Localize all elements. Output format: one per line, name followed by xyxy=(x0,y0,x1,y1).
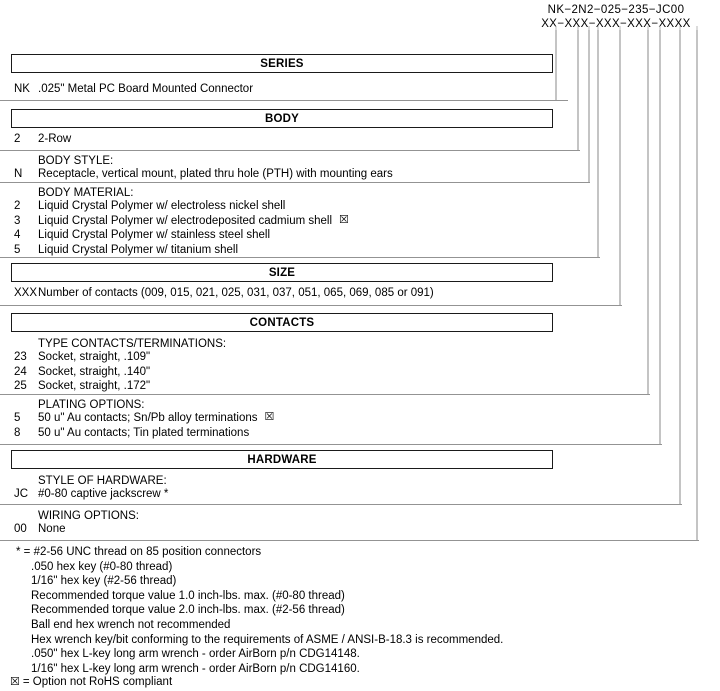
group-rule-body-2 xyxy=(0,257,600,258)
footnote-line: Recommended torque value 2.0 inch-lbs. m… xyxy=(31,604,345,617)
option-description-text: Socket, straight, .140" xyxy=(38,365,151,378)
option-code: JC xyxy=(14,488,29,500)
option-description: Number of contacts (009, 015, 021, 025, … xyxy=(38,287,434,299)
option-description-text: #0-80 captive jackscrew * xyxy=(38,488,169,500)
rohs-legend-text: = Option not RoHS compliant xyxy=(22,676,173,688)
option-code: NK xyxy=(14,83,30,95)
option-row: NK .025" Metal PC Board Mounted Connector xyxy=(0,83,600,98)
group-title-contacts-1: PLATING OPTIONS: xyxy=(38,399,145,411)
option-description: 2-Row xyxy=(38,133,71,145)
footnote-line: * = #2-56 UNC thread on 85 position conn… xyxy=(16,546,262,558)
footnote-line: .050" hex L-key long arm wrench - order … xyxy=(31,648,360,661)
rohs-box-icon: ☒ xyxy=(10,676,20,688)
section-header-series: SERIES xyxy=(11,54,553,73)
option-description: 50 u" Au contacts; Tin plated terminatio… xyxy=(38,427,249,439)
option-description-text: Number of contacts (009, 015, 021, 025, … xyxy=(38,287,434,299)
option-description-text: .025" Metal PC Board Mounted Connector xyxy=(38,83,254,95)
group-title-body-1: BODY STYLE: xyxy=(38,155,114,167)
option-description: Liquid Crystal Polymer w/ electroless ni… xyxy=(38,200,285,212)
option-description-text: 50 u" Au contacts; Sn/Pb alloy terminati… xyxy=(38,412,258,424)
option-description-text: None xyxy=(38,523,66,535)
option-row: 2 2-Row xyxy=(0,133,600,148)
part-number-example: NK−2N2−025−235−JC00 xyxy=(547,4,685,16)
option-row: 4 Liquid Crystal Polymer w/ stainless ste… xyxy=(0,229,600,244)
option-description-text: Receptacle, vertical mount, plated thru … xyxy=(38,168,393,180)
footnote-line: 1/16" hex key (#2-56 thread) xyxy=(31,575,177,588)
option-description: Liquid Crystal Polymer w/ titanium shell xyxy=(38,244,238,256)
option-code: 2 xyxy=(14,200,21,212)
option-code: 3 xyxy=(14,214,21,227)
option-row: N Receptacle, vertical mount, plated thru… xyxy=(0,168,600,183)
option-row: JC #0-80 captive jackscrew * xyxy=(0,488,600,503)
group-rule-body-0 xyxy=(0,150,580,151)
group-rule-size-0 xyxy=(0,305,622,306)
option-row: 25 Socket, straight, .172" xyxy=(0,380,600,395)
option-description: Socket, straight, .172" xyxy=(38,380,150,392)
option-code: 2 xyxy=(14,133,21,145)
option-code: 24 xyxy=(14,365,27,378)
part-number-mask: XX−XXX−XXX−XXX−XXXX xyxy=(541,18,691,30)
group-title-hardware-1: WIRING OPTIONS: xyxy=(38,510,139,522)
option-description: 50 u" Au contacts; Sn/Pb alloy terminati… xyxy=(38,411,275,425)
option-row: 23 Socket, straight, .109" xyxy=(0,351,600,366)
group-rule-series-0 xyxy=(0,100,568,101)
option-description: Liquid Crystal Polymer w/ stainless stee… xyxy=(38,229,270,241)
option-row: 8 50 u" Au contacts; Tin plated terminati… xyxy=(0,427,600,442)
option-code: 23 xyxy=(14,351,27,363)
option-row: 3 Liquid Crystal Polymer w/ electrodeposi… xyxy=(0,213,600,230)
option-description-text: Liquid Crystal Polymer w/ electrodeposit… xyxy=(38,214,333,227)
option-code: XXX xyxy=(14,287,38,299)
option-row: 5 Liquid Crystal Polymer w/ titanium shel… xyxy=(0,244,600,259)
option-code: 5 xyxy=(14,412,21,424)
option-code: 25 xyxy=(14,380,27,393)
group-title-hardware-0: STYLE OF HARDWARE: xyxy=(38,475,167,487)
footnote-line: Recommended torque value 1.0 inch-lbs. m… xyxy=(31,589,345,602)
option-code: 8 xyxy=(14,426,21,439)
section-header-contacts: CONTACTS xyxy=(11,313,553,332)
option-description: Liquid Crystal Polymer w/ electrodeposit… xyxy=(38,213,349,227)
option-row: 2 Liquid Crystal Polymer w/ electroless n… xyxy=(0,200,600,215)
option-code: 00 xyxy=(14,523,27,535)
option-code: 5 xyxy=(14,243,21,256)
option-description-text: Socket, straight, .172" xyxy=(38,380,151,393)
group-title-contacts-0: TYPE CONTACTS/TERMINATIONS: xyxy=(38,338,227,350)
group-rule-hardware-0 xyxy=(0,504,682,505)
option-description-text: 2-Row xyxy=(38,133,72,145)
footnote-line: Hex wrench key/bit conforming to the req… xyxy=(31,633,504,646)
group-rule-contacts-0 xyxy=(0,394,650,395)
option-description-text: Liquid Crystal Polymer w/ stainless stee… xyxy=(38,229,271,242)
group-rule-body-1 xyxy=(0,182,590,183)
option-description: None xyxy=(38,523,66,535)
section-header-hardware: HARDWARE xyxy=(11,450,553,469)
option-description: Socket, straight, .109" xyxy=(38,351,150,363)
option-row: 00 None xyxy=(0,523,600,538)
option-description-text: 50 u" Au contacts; Tin plated terminatio… xyxy=(38,426,250,439)
option-code: N xyxy=(14,168,23,180)
rohs-box-icon: ☒ xyxy=(264,411,275,423)
option-description-text: Liquid Crystal Polymer w/ electroless ni… xyxy=(38,200,286,212)
option-description-text: Liquid Crystal Polymer w/ titanium shell xyxy=(38,243,239,256)
part-number-callout: NK−2N2−025−235−JC00 XX−XXX−XXX−XXX−XXXX xyxy=(516,3,716,31)
rohs-box-icon: ☒ xyxy=(339,213,349,226)
rohs-legend: ☒= Option not RoHS compliant xyxy=(10,675,172,688)
option-description: .025" Metal PC Board Mounted Connector xyxy=(38,83,253,95)
footnote-line: .050 hex key (#0-80 thread) xyxy=(31,560,173,573)
footnote-line: Ball end hex wrench not recommended xyxy=(31,619,231,631)
option-description: #0-80 captive jackscrew * xyxy=(38,488,168,500)
option-description: Socket, straight, .140" xyxy=(38,366,150,378)
option-row: 24 Socket, straight, .140" xyxy=(0,366,600,381)
option-code: 4 xyxy=(14,229,21,242)
group-rule-hardware-1 xyxy=(0,540,699,541)
section-header-body: BODY xyxy=(11,109,553,128)
group-rule-contacts-1 xyxy=(0,444,662,445)
option-row: 5 50 u" Au contacts; Sn/Pb alloy terminat… xyxy=(0,412,600,427)
footnote-line: 1/16" hex L-key long arm wrench - order … xyxy=(31,662,360,675)
section-header-size: SIZE xyxy=(11,263,553,282)
option-description-text: Socket, straight, .109" xyxy=(38,351,151,363)
group-title-body-2: BODY MATERIAL: xyxy=(38,187,134,199)
option-description: Receptacle, vertical mount, plated thru … xyxy=(38,168,393,180)
